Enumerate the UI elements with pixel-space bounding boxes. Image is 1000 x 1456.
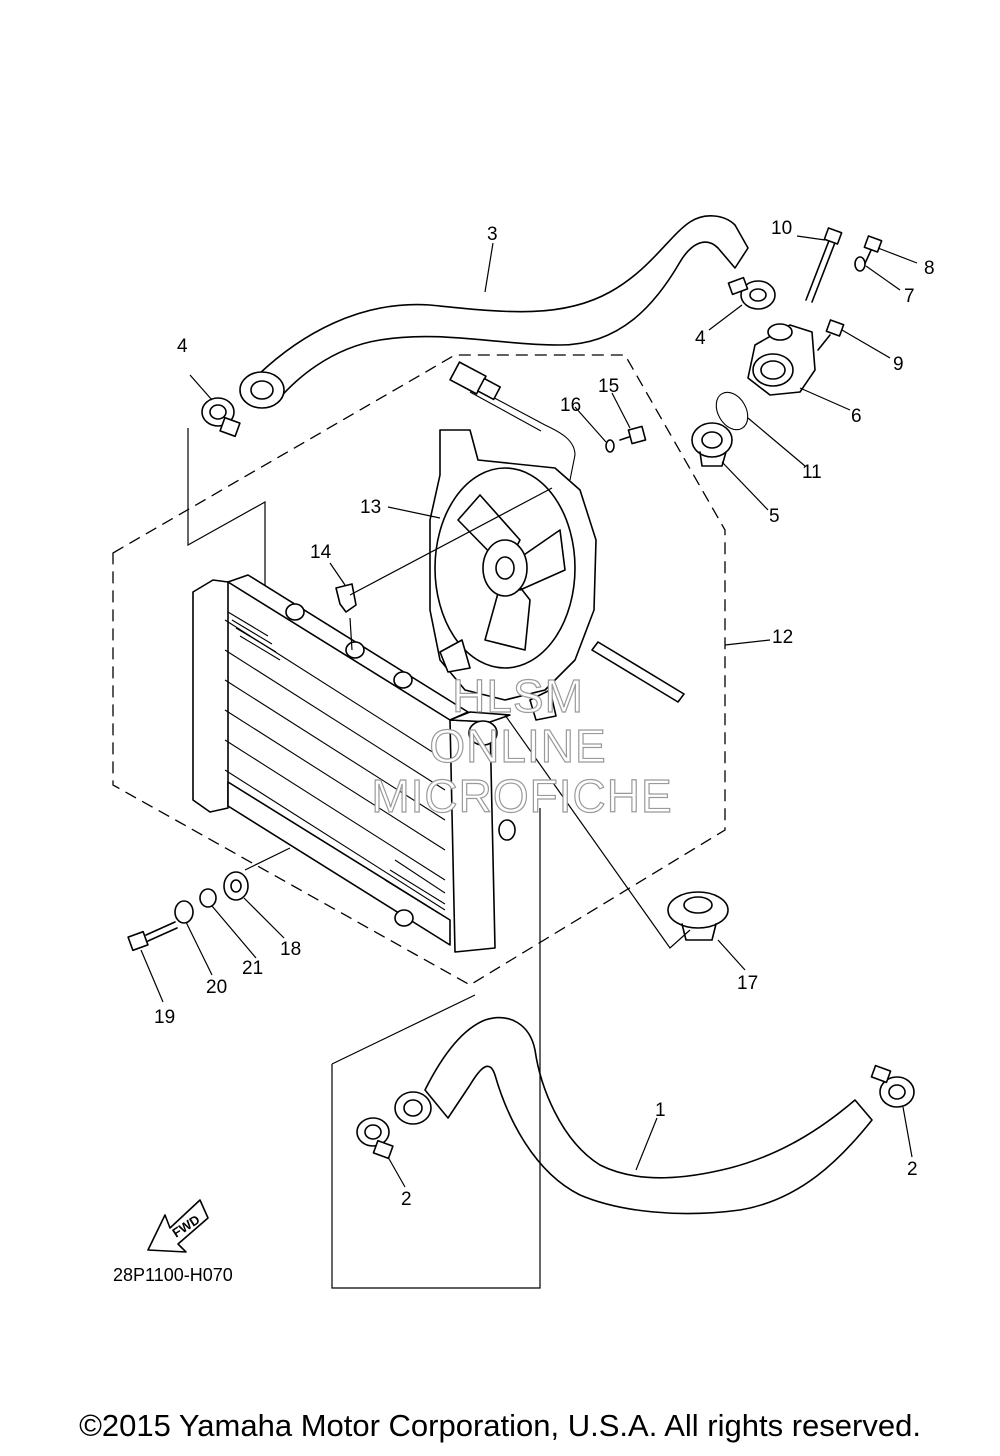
callout-2-left: 2 — [401, 1189, 412, 1210]
callout-17: 17 — [737, 973, 758, 994]
watermark-line-1: HLSM — [452, 670, 584, 722]
callout-14: 14 — [310, 542, 332, 563]
callout-19: 19 — [154, 1007, 175, 1028]
callout-4-right: 4 — [695, 328, 706, 349]
bolt-lower — [127, 921, 178, 952]
radiator — [192, 574, 516, 953]
callout-15: 15 — [598, 376, 619, 397]
thermostat-housing — [747, 323, 816, 396]
lower-hose — [394, 1016, 873, 1215]
fwd-arrow — [147, 1199, 209, 1253]
bolt-short-side — [817, 319, 845, 351]
hose-clamp-upper-left — [201, 397, 241, 438]
washer — [854, 256, 866, 272]
watermark-line-3: MICROFICHE — [371, 770, 672, 822]
leader-lines — [140, 235, 918, 1289]
callout-1: 1 — [655, 1100, 666, 1121]
callout-11: 11 — [802, 462, 822, 483]
grommet — [199, 888, 217, 908]
hose-clamp-upper-right — [727, 276, 776, 310]
callout-4-left: 4 — [177, 336, 188, 357]
callout-21: 21 — [242, 958, 263, 979]
callout-5: 5 — [769, 506, 780, 527]
fan-bolt — [619, 425, 647, 445]
clip-bracket — [335, 583, 357, 613]
callout-20: 20 — [206, 977, 227, 998]
radiator-cap — [667, 891, 729, 941]
callout-18: 18 — [280, 939, 301, 960]
callout-10: 10 — [771, 218, 792, 239]
diagram-code: 28P1100-H070 — [113, 1265, 233, 1285]
fan-motor-assembly — [429, 429, 597, 721]
callout-13: 13 — [360, 497, 381, 518]
watermark-line-2: ONLINE — [429, 720, 606, 772]
callout-3: 3 — [487, 224, 498, 245]
washer-lower — [174, 900, 194, 924]
bolt-short-upper — [861, 235, 883, 271]
callout-16: 16 — [560, 395, 581, 416]
assembly-outline — [112, 354, 726, 986]
callout-12: 12 — [772, 627, 793, 648]
o-ring — [715, 391, 749, 431]
callout-7: 7 — [904, 286, 915, 307]
fan-washer — [605, 439, 615, 453]
upper-hose — [239, 215, 749, 409]
callout-9: 9 — [893, 354, 904, 375]
bolt-long — [805, 227, 843, 303]
callout-8: 8 — [924, 258, 935, 279]
thermostat — [691, 422, 733, 467]
breather-pipe — [591, 641, 685, 703]
hose-clamp-lower-right — [870, 1064, 915, 1108]
hose-clamp-lower-left — [356, 1117, 394, 1160]
callout-6: 6 — [851, 406, 862, 427]
fan-wire-connector — [449, 361, 576, 481]
collar — [223, 871, 249, 901]
copyright-notice: ©2015 Yamaha Motor Corporation, U.S.A. A… — [79, 1408, 921, 1443]
callout-2-right: 2 — [907, 1159, 918, 1180]
